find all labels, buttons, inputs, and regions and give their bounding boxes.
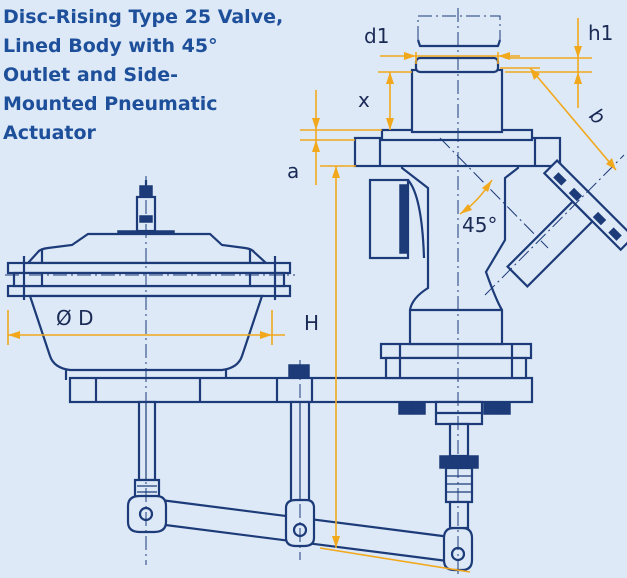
actuator-upper-cover	[25, 232, 269, 265]
title-line-1: Disc-Rising Type 25 Valve,	[3, 6, 284, 28]
removable-top-outline	[417, 15, 501, 40]
bonnet-cap	[414, 56, 500, 74]
valve-body-casting	[400, 158, 520, 346]
label-d1: d1	[364, 24, 389, 48]
valve-lower-flange	[379, 342, 533, 360]
label-diameter: Ø D	[56, 306, 94, 330]
label-angle: 45°	[462, 213, 497, 237]
actuator-upper-flange	[6, 261, 292, 275]
title-line-3: Outlet and Side-	[3, 64, 178, 86]
valve-bonnet	[410, 68, 504, 134]
outlet-flange	[542, 159, 627, 252]
label-b: b	[585, 103, 611, 129]
dimension-labels: d1 h1 x b a 45° Ø D H	[56, 21, 613, 335]
valve-stem	[398, 400, 511, 530]
bracket-plate	[68, 376, 534, 404]
title-line-2: Lined Body with 45°	[3, 35, 218, 57]
post-nut	[288, 364, 310, 379]
label-x: x	[358, 88, 370, 112]
dimensions	[7, 18, 617, 573]
label-h1: h1	[588, 21, 613, 45]
actuator-lower-flange	[6, 284, 292, 298]
valve-body	[353, 15, 562, 380]
title-line-4: Mounted Pneumatic	[3, 93, 218, 115]
centerlines	[5, 8, 625, 578]
outlet-branch	[506, 159, 627, 288]
title-line-5: Actuator	[3, 122, 96, 144]
label-height: H	[304, 311, 319, 335]
pneumatic-actuator	[6, 180, 292, 380]
diagram-title: Disc-Rising Type 25 Valve, Lined Body wi…	[3, 3, 333, 148]
actuator-rod	[133, 400, 161, 508]
outlet-pipe	[506, 200, 594, 288]
label-a: a	[287, 159, 299, 183]
mounting-bracket	[68, 376, 534, 404]
